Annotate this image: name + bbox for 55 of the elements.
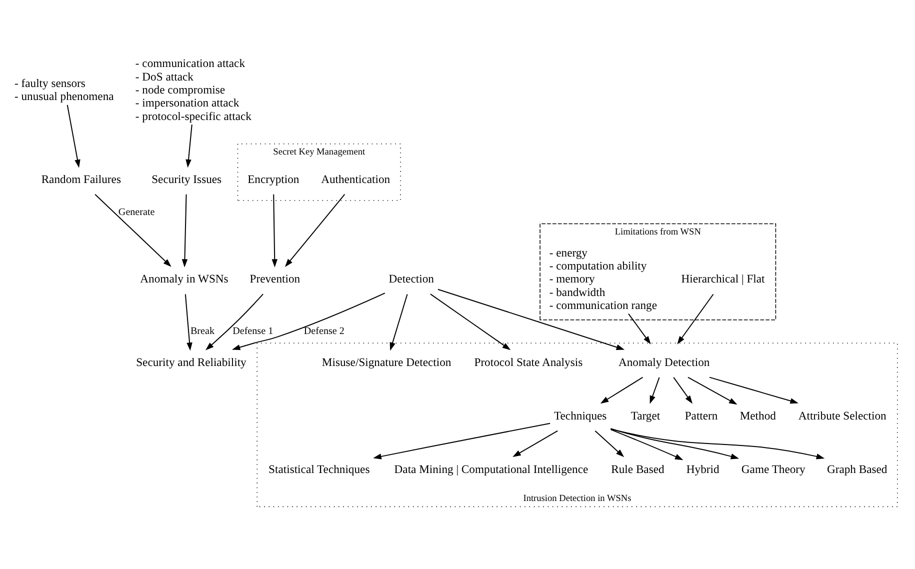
arrow <box>182 194 188 267</box>
node-text: Authentication <box>321 172 390 186</box>
arrow <box>373 422 550 459</box>
node-text: Hierarchical | Flat <box>681 272 765 286</box>
node-text: Graph Based <box>826 462 888 476</box>
arrow <box>610 428 684 460</box>
arrow <box>628 312 651 344</box>
node-text: Encryption <box>248 172 300 186</box>
arrow <box>390 294 408 350</box>
node-text: Security Issues <box>152 172 222 186</box>
arrow <box>673 376 692 404</box>
node-text: Techniques <box>554 408 607 422</box>
node-text: Attribute Selection <box>798 408 886 422</box>
arrow <box>206 293 264 350</box>
node-text: Method <box>740 408 776 422</box>
node-text: Hybrid <box>686 462 720 476</box>
node-text: - energy - computation ability - memory - bandwidth - communication range <box>549 246 658 312</box>
arrow <box>594 430 624 457</box>
edge-label: Defense 2 <box>304 326 344 337</box>
node-text: Anomaly in WSNs <box>140 272 228 286</box>
arrow <box>688 376 738 404</box>
arrow <box>677 293 714 344</box>
node-text: Prevention <box>250 272 300 286</box>
node-text: Game Theory <box>741 462 806 476</box>
node-text: Rule Based <box>611 462 664 476</box>
node-text: Statistical Techniques <box>268 462 370 476</box>
arrow <box>438 288 625 350</box>
arrow <box>600 376 643 404</box>
arrow <box>184 294 192 350</box>
arrow <box>610 428 825 459</box>
node-text: - communication attack - DoS attack - node compromise - impersonation attack - protocol-specific attack <box>135 56 252 122</box>
node-text: Security and Reliability <box>136 356 246 369</box>
node-text: - faulty sensors - unusual phenomena <box>14 76 114 103</box>
arrow <box>610 428 740 459</box>
edge-label: Break <box>190 326 214 337</box>
node-text: Misuse/Signature Detection <box>322 356 452 369</box>
arrow <box>512 430 558 457</box>
edge-label: Generate <box>118 206 155 218</box>
node-text: Data Mining | Computational Intelligence <box>394 462 588 476</box>
node-text: Random Failures <box>41 172 121 186</box>
arrow <box>272 194 278 267</box>
arrow <box>650 376 660 404</box>
arrow <box>232 292 386 350</box>
arrow <box>709 376 798 404</box>
node-text: Anomaly Detection <box>618 356 710 369</box>
node-text: Target <box>630 408 660 422</box>
arrow <box>66 104 80 168</box>
edge-label: Defense 1 <box>232 326 274 337</box>
arrow <box>430 293 511 350</box>
node-text: Protocol State Analysis <box>474 356 583 369</box>
node-text: Pattern <box>684 408 718 422</box>
node-text: Detection <box>388 272 434 286</box>
arrow <box>94 193 172 266</box>
arrow <box>284 194 346 267</box>
arrow <box>186 124 192 168</box>
